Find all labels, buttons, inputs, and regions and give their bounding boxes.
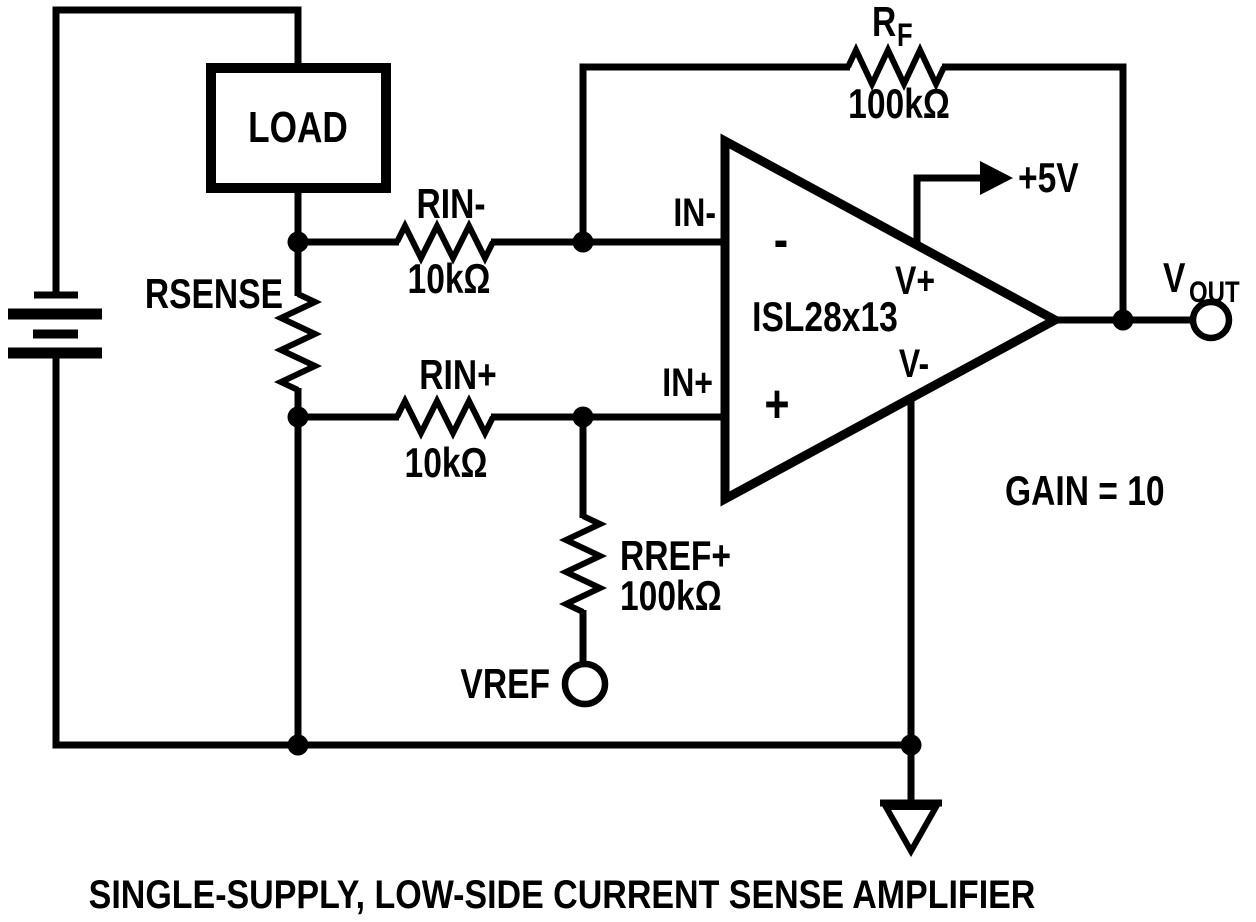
resistor-rin-minus <box>394 219 496 265</box>
junction-rail-rsense <box>287 734 309 756</box>
wire-battery-to-load <box>52 6 302 298</box>
resistor-rsense <box>273 291 323 393</box>
wires <box>52 6 1127 749</box>
junction-rail-vminus <box>900 734 922 756</box>
resistor-rf <box>845 42 947 92</box>
junction-output-feedback <box>1112 309 1134 331</box>
gain-label: GAIN = 10 <box>1005 469 1165 515</box>
junction-feedback-in-minus <box>572 231 594 253</box>
supply-arrow-icon <box>980 161 1013 195</box>
vout-terminal <box>1189 298 1233 342</box>
rref-value: 100kΩ <box>620 574 722 620</box>
load-label: LOAD <box>248 103 348 152</box>
wire-feedback-left <box>579 63 850 242</box>
vplus-pin-label: V+ <box>895 258 935 303</box>
junction-sense-in-minus <box>287 231 309 253</box>
vout-label: V <box>1163 256 1186 302</box>
supply-label: +5V <box>1018 156 1079 202</box>
rf-label: R <box>872 0 896 46</box>
vref-label: VREF <box>460 662 550 708</box>
rin-plus-value: 10kΩ <box>405 441 488 487</box>
in-plus-label: IN+ <box>662 360 713 405</box>
figure-caption: SINGLE-SUPPLY, LOW-SIDE CURRENT SENSE AM… <box>89 871 1036 916</box>
resistor-rref-plus <box>558 513 608 615</box>
rref-label: RREF+ <box>620 534 731 580</box>
rin-minus-label: RIN- <box>416 182 485 228</box>
opamp-part-label: ISL28x13 <box>752 295 898 341</box>
battery-symbol <box>8 291 102 359</box>
ground-symbol-icon <box>880 804 942 858</box>
vminus-pin-label: V- <box>899 341 929 386</box>
rf-subscript: F <box>897 18 913 53</box>
load-box <box>206 63 391 193</box>
wire-ground-rail <box>52 353 911 749</box>
junction-sense-in-plus <box>287 406 309 428</box>
rin-minus-value: 10kΩ <box>408 257 491 303</box>
wire-feedback-right <box>942 63 1127 320</box>
opamp-minus-sign: - <box>774 211 788 271</box>
rsense-label: RSENSE <box>145 272 283 318</box>
vref-terminal <box>561 660 609 708</box>
junction-rref-in-plus <box>572 406 594 428</box>
junction-dots <box>287 231 1134 756</box>
rf-value: 100kΩ <box>848 82 950 128</box>
opamp-triangle <box>720 133 1065 507</box>
in-minus-label: IN- <box>673 190 716 235</box>
resistor-rin-plus <box>394 394 496 440</box>
opamp-plus-sign: + <box>764 375 789 435</box>
rin-plus-label: RIN+ <box>419 353 496 399</box>
vout-subscript: OUT <box>1189 274 1240 308</box>
wire-vplus-supply <box>913 174 982 245</box>
